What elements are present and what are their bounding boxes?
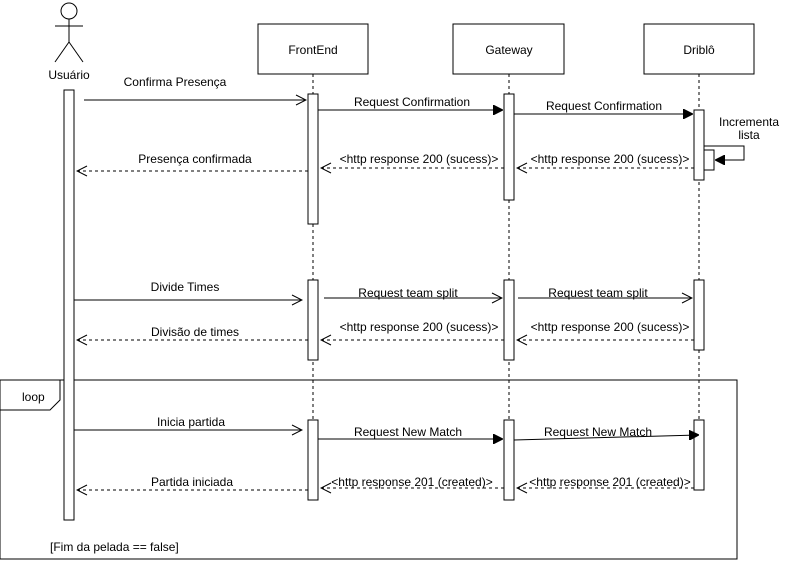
activation-usuario (63, 89, 75, 521)
msg-resp200-gf-2-label: <http response 200 (sucess)> (340, 320, 499, 334)
activation-driblo-3 (693, 419, 705, 491)
msg-resp201-gf-label: <http response 201 (created)> (331, 475, 492, 489)
participant-gateway: Gateway (452, 23, 565, 75)
msg-resp200-gf-1-label: <http response 200 (sucess)> (340, 152, 499, 166)
activation-frontend-1 (307, 93, 319, 225)
msg-incrementa-lista-label-2: lista (738, 128, 760, 142)
msg-req-new-match-gd-arrow (513, 435, 698, 441)
actor-head-icon (60, 2, 78, 20)
participant-driblo-label: Driblô (683, 43, 715, 57)
msg-divide-times-label: Divide Times (151, 280, 220, 294)
activation-gateway-2 (503, 279, 515, 361)
msg-req-confirmation-gd-label: Request Confirmation (546, 99, 662, 113)
participant-gateway-label: Gateway (485, 43, 532, 57)
msg-req-team-split-gd-label: Request team split (548, 286, 648, 300)
msg-inicia-partida-label: Inicia partida (157, 415, 225, 429)
msg-resp200-dg-2-label: <http response 200 (sucess)> (531, 320, 690, 334)
loop-frame: loop [Fim da pelada == false] (0, 379, 738, 560)
activation-driblo-2 (693, 279, 705, 351)
participant-frontend-label: FrontEnd (288, 43, 337, 57)
loop-guard: [Fim da pelada == false] (50, 540, 179, 554)
msg-req-new-match-gd-label: Request New Match (544, 425, 652, 439)
msg-resp201-dg-label: <http response 201 (created)> (529, 475, 690, 489)
msg-partida-iniciada-label: Partida iniciada (151, 475, 233, 489)
msg-resp200-dg-1-label: <http response 200 (sucess)> (531, 152, 690, 166)
msg-incrementa-lista-arrow (704, 145, 745, 160)
activation-driblo-self (703, 149, 715, 171)
msg-divisao-times-label: Divisão de times (151, 325, 239, 339)
actor-label: Usuário (48, 68, 90, 82)
loop-label: loop (22, 390, 45, 404)
actor-usuario: Usuário (48, 2, 90, 82)
activation-gateway-3 (503, 419, 515, 501)
msg-req-confirmation-fg-label: Request Confirmation (354, 95, 470, 109)
msg-req-team-split-fg-label: Request team split (358, 286, 458, 300)
msg-presenca-confirmada-label: Presença confirmada (138, 152, 252, 166)
activation-frontend-2 (307, 279, 319, 361)
participant-driblo: Driblô (643, 23, 755, 75)
activation-gateway-1 (503, 93, 515, 201)
msg-req-new-match-fg-label: Request New Match (354, 425, 462, 439)
msg-incrementa-lista-label-1: Incrementa (719, 115, 779, 129)
activation-frontend-3 (307, 419, 319, 501)
participant-frontend: FrontEnd (257, 23, 369, 75)
msg-confirma-presenca-label: Confirma Presença (124, 75, 227, 89)
activation-driblo-1 (693, 109, 705, 181)
